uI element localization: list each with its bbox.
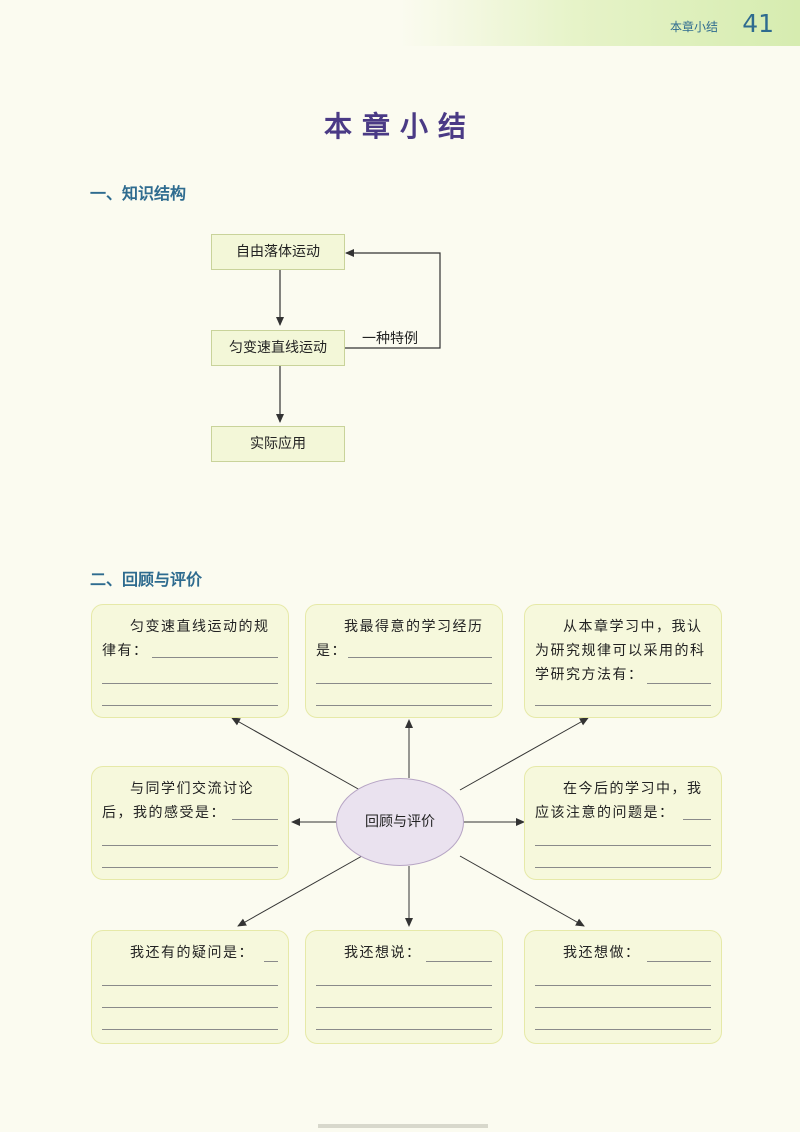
section-heading-knowledge-structure: 一、知识结构 — [90, 184, 187, 203]
spoke-bottom-left — [237, 855, 363, 927]
section-heading-review: 二、回顾与评价 — [90, 570, 203, 589]
node-uniform-acceleration: 匀变速直线运动 — [211, 330, 345, 366]
card-questions[interactable]: 我还有的疑问是： — [91, 930, 289, 1044]
card-discussion-feelings-text: 与同学们交流讨论后，我的感受是： — [102, 781, 254, 821]
node-free-fall: 自由落体运动 — [211, 234, 345, 270]
card-want-to-say[interactable]: 我还想说： — [305, 930, 503, 1044]
card-want-to-do-text: 我还想做： — [563, 945, 641, 961]
card-proud-experience-text: 我最得意的学习经历是： — [316, 619, 484, 659]
page-number: 41 — [742, 9, 774, 38]
spoke-bottom-right — [459, 855, 585, 927]
card-research-methods-text: 从本章学习中，我认为研究规律可以采用的科学研究方法有： — [535, 619, 706, 683]
card-research-methods[interactable]: 从本章学习中，我认为研究规律可以采用的科学研究方法有： — [524, 604, 722, 718]
card-questions-text: 我还有的疑问是： — [130, 945, 254, 961]
card-want-to-say-text: 我还想说： — [344, 945, 422, 961]
chapter-label: 本章小结 — [669, 20, 718, 34]
node-application: 实际应用 — [211, 426, 345, 462]
header-band — [0, 0, 800, 46]
loop-label-special-case: 一种特例 — [362, 331, 418, 347]
card-laws-text: 匀变速直线运动的规律有： — [102, 619, 270, 659]
spoke-top-left — [231, 717, 361, 791]
page-title: 本章小结 — [323, 110, 476, 143]
spoke-top-right — [459, 717, 589, 791]
card-future-attention-text: 在今后的学习中，我应该注意的问题是： — [535, 781, 703, 821]
loop-special-case-connector — [345, 249, 441, 349]
card-future-attention[interactable]: 在今后的学习中，我应该注意的问题是： — [524, 766, 722, 880]
card-proud-experience[interactable]: 我最得意的学习经历是： — [305, 604, 503, 718]
card-laws[interactable]: 匀变速直线运动的规律有： — [91, 604, 289, 718]
card-want-to-do[interactable]: 我还想做： — [524, 930, 722, 1044]
card-discussion-feelings[interactable]: 与同学们交流讨论后，我的感受是： — [91, 766, 289, 880]
center-review-ellipse: 回顾与评价 — [336, 778, 464, 866]
footer-mark — [318, 1124, 488, 1128]
